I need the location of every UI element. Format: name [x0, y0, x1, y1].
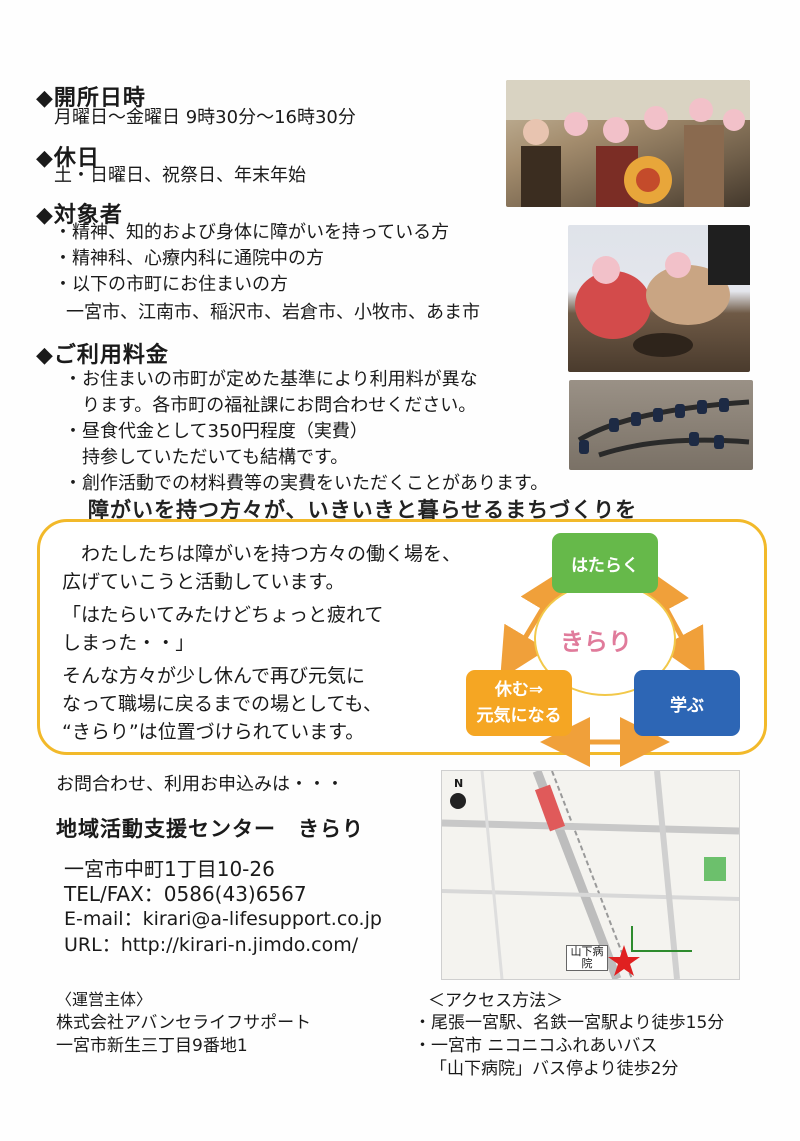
- group-photo-illustration: [506, 80, 750, 207]
- fees-line: ・創作活動での材料費等の実費をいただくことがあります。: [64, 473, 549, 494]
- about-line: しまった・・」: [62, 632, 195, 654]
- access-line: ・尾張一宮駅、名鉄一宮駅より徒歩15分: [414, 1013, 725, 1033]
- contact-email[interactable]: E-mail：kirari@a-lifesupport.co.jp: [64, 908, 382, 930]
- holidays-text: 土・日曜日、祝祭日、年末年始: [54, 165, 306, 186]
- cycle-node-work: はたらく: [552, 533, 658, 593]
- operator-heading: 〈運営主体〉: [56, 990, 153, 1009]
- contact-address: 一宮市中町1丁目10-26: [64, 857, 275, 881]
- operator-name: 株式会社アバンセライフサポート: [56, 1013, 312, 1033]
- crafts-photo: [569, 380, 753, 470]
- operator-address: 一宮市新生三丁目9番地1: [56, 1036, 248, 1056]
- hours-heading: ◆開所日時: [36, 86, 146, 111]
- access-heading: ＜アクセス方法＞: [428, 991, 564, 1011]
- target-item: ・精神科、心療内科に通院中の方: [54, 248, 324, 269]
- contact-tel: TEL/FAX：0586(43)6567: [64, 882, 307, 906]
- cycle-diagram: [500, 566, 705, 767]
- map-north-label: N: [454, 777, 464, 790]
- access-line: ・一宮市 ニコニコふれあいバス: [414, 1036, 658, 1056]
- slogan: 障がいを持つ方々が、いきいきと暮らせるまちづくりを: [88, 498, 638, 522]
- fees-heading: ◆ご利用料金: [36, 343, 169, 368]
- contact-url[interactable]: URL：http://kirari-n.jimdo.com/: [64, 934, 359, 956]
- destination-star-icon: [608, 945, 640, 976]
- holidays-heading: ◆休日: [36, 146, 100, 171]
- crafts-photo-illustration: [577, 398, 750, 458]
- arrow-work-rest: [500, 566, 568, 680]
- hours-text: 月曜日～金曜日 9時30分～16時30分: [54, 107, 356, 128]
- about-line: 「はたらいてみたけどちょっと疲れて: [62, 604, 384, 626]
- about-line: わたしたちは障がいを持つ方々の働く場を、: [62, 543, 462, 565]
- arrow-work-learn: [643, 566, 705, 680]
- fees-line: ・お住まいの市町が定めた基準により利用料が異な: [64, 369, 478, 390]
- about-line: そんな方々が少し休んで再び元気に: [62, 665, 366, 687]
- group-photo: [506, 80, 750, 207]
- farming-photo-illustration: [575, 225, 750, 357]
- fees-line: 持参していただいても結構です。: [64, 447, 349, 468]
- cycle-node-rest: 休む⇒ 元気になる: [466, 670, 572, 736]
- cycle-center-label: きらり: [560, 628, 632, 656]
- about-line: 広げていこうと活動しています。: [62, 571, 345, 593]
- target-heading: ◆対象者: [36, 203, 123, 228]
- contact-intro: お問合わせ、利用お申込みは・・・: [56, 774, 344, 795]
- map-bus-stop-label: 山下病院: [566, 945, 608, 971]
- target-item: ・精神、知的および身体に障がいを持っている方: [54, 222, 450, 243]
- cycle-node-learn: 学ぶ: [634, 670, 740, 736]
- about-line: なって職場に戻るまでの場としても、: [62, 693, 382, 715]
- access-map-drawing: [442, 771, 739, 979]
- farming-photo: [568, 225, 750, 372]
- fees-line: ・昼食代金として350円程度（実費）: [64, 421, 368, 442]
- access-line: 「山下病院」バス停より徒歩2分: [430, 1059, 679, 1079]
- target-item: ・以下の市町にお住まいの方: [54, 274, 288, 295]
- about-line: “きらり”は位置づけられています。: [62, 721, 365, 743]
- access-map: N 山下病院: [441, 770, 740, 980]
- target-cities: 一宮市、江南市、稲沢市、岩倉市、小牧市、あま市: [66, 302, 480, 323]
- fees-line: ります。各市町の福祉課にお問合わせください。: [64, 395, 477, 416]
- contact-name: 地域活動支援センター きらり: [56, 817, 364, 841]
